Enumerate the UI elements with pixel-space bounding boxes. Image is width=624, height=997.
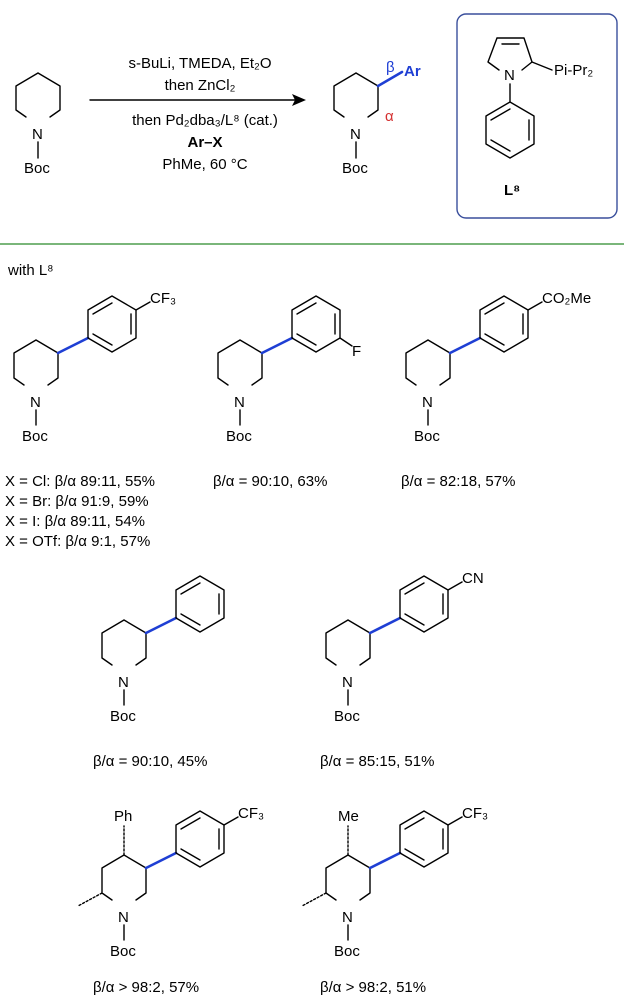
product-1-result-i: X = I: β/α 89:11, 54% — [5, 513, 145, 530]
product-3-substituent: CO₂Me — [542, 290, 591, 307]
product-3-n: N — [422, 394, 433, 411]
product-1-n: N — [30, 394, 41, 411]
product-piperidine: Ar β α N Boc — [333, 59, 421, 177]
product-7-boc: Boc — [334, 943, 360, 960]
product-7-n: N — [342, 909, 353, 926]
reagent-line-5: PhMe, 60 °C — [162, 156, 247, 173]
product-1-result-otf: X = OTf: β/α 9:1, 57% — [5, 533, 150, 550]
product-5-boc: Boc — [334, 708, 360, 725]
product-2-structure: F N Boc — [217, 295, 361, 445]
product-1-result-br: X = Br: β/α 91:9, 59% — [5, 493, 149, 510]
product-7-result: β/α > 98:2, 51% — [320, 979, 426, 996]
reaction-arrow — [292, 94, 306, 106]
ligand-n-label: N — [504, 67, 515, 84]
product-2-n: N — [234, 394, 245, 411]
product-1-boc: Boc — [22, 428, 48, 445]
product-5-result: β/α = 85:15, 51% — [320, 753, 434, 770]
product-5-substituent: CN — [462, 570, 484, 587]
product-6-n: N — [118, 909, 129, 926]
product-4-boc: Boc — [110, 708, 136, 725]
product-2-substituent: F — [352, 343, 361, 360]
beta-label: β — [386, 59, 395, 76]
product-1-result-cl: X = Cl: β/α 89:11, 55% — [5, 473, 155, 490]
product-1-structure: CF₃ N Boc — [13, 290, 176, 445]
product-6-result: β/α > 98:2, 57% — [93, 979, 199, 996]
product-7-extra: Me — [338, 808, 359, 825]
product-7-substituent: CF₃ — [462, 805, 488, 822]
substrate-boc-label: Boc — [24, 160, 50, 177]
reagent-line-2: then ZnCl₂ — [165, 77, 236, 94]
product-3-result: β/α = 82:18, 57% — [401, 473, 515, 490]
product-n-label: N — [350, 126, 361, 143]
product-4-result: β/α = 90:10, 45% — [93, 753, 207, 770]
product-2-boc: Boc — [226, 428, 252, 445]
product-4-structure: N Boc — [101, 575, 225, 725]
product-2-result: β/α = 90:10, 63% — [213, 473, 327, 490]
product-6-substituent: CF₃ — [238, 805, 264, 822]
alpha-label: α — [385, 108, 394, 125]
reagent-line-1: s-BuLi, TMEDA, Et₂O — [128, 55, 271, 72]
product-7-structure: Me CF₃ N Boc — [301, 805, 488, 960]
scope-heading: with L⁸ — [7, 262, 54, 279]
substrate-piperidine: N Boc — [15, 72, 61, 177]
product-5-structure: CN N Boc — [325, 570, 484, 725]
product-1-substituent: CF₃ — [150, 290, 176, 307]
product-3-boc: Boc — [414, 428, 440, 445]
ligand-box: N Pi-Pr₂ L⁸ — [456, 13, 618, 219]
product-3-structure: CO₂Me N Boc — [405, 290, 591, 445]
reagent-line-4: Ar–X — [187, 134, 222, 151]
reaction-conditions: s-BuLi, TMEDA, Et₂O then ZnCl₂ then Pd₂d… — [89, 55, 306, 173]
product-6-structure: Ph CF₃ N Boc — [77, 805, 264, 960]
ligand-phosphine-label: Pi-Pr₂ — [554, 62, 593, 79]
reagent-line-3: then Pd₂dba₃/L⁸ (cat.) — [132, 112, 278, 129]
product-ar-label: Ar — [404, 63, 421, 80]
substrate-n-label: N — [32, 126, 43, 143]
product-6-boc: Boc — [110, 943, 136, 960]
product-boc-label: Boc — [342, 160, 368, 177]
product-6-extra: Ph — [114, 808, 132, 825]
product-5-n: N — [342, 674, 353, 691]
ligand-name: L⁸ — [504, 182, 520, 199]
product-4-n: N — [118, 674, 129, 691]
